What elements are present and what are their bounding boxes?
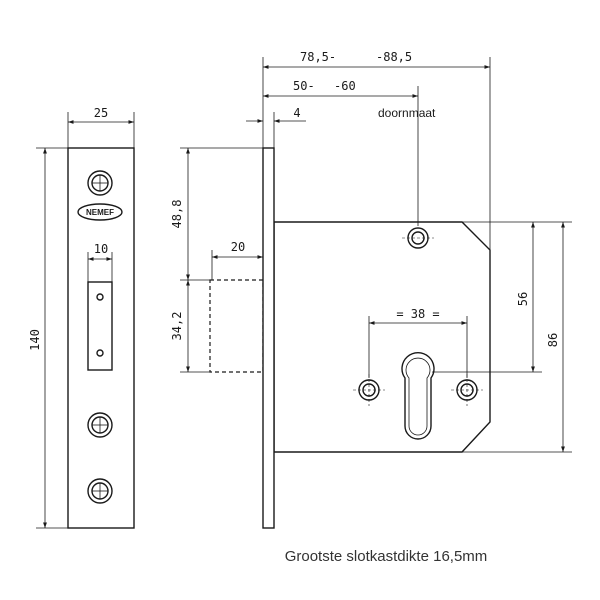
max-case-thickness-caption: Grootste slotkastdikte 16,5mm — [285, 548, 488, 565]
case-height-label: 86 — [546, 333, 560, 347]
faceplate-screw-top — [87, 170, 113, 196]
cylinder-height-label: 56 — [516, 292, 530, 306]
bolt-height-label: 34,2 — [170, 312, 184, 341]
faceplate-height-label: 140 — [28, 329, 42, 351]
backset-min-label: 50- — [293, 79, 315, 93]
slot-hole-top — [96, 293, 104, 301]
dimension-case-heights: 56 86 — [432, 221, 572, 453]
brand-label: NEMEF — [86, 208, 114, 217]
dimension-forend-thickness: 4 — [246, 106, 306, 148]
outer-backset-min-label: 78,5- — [300, 50, 336, 64]
faceplate-view: NEMEF 25 140 10 — [28, 106, 135, 529]
forend-thickness-label: 4 — [293, 106, 300, 120]
dimension-bolt-position: 48,8 34,2 — [170, 147, 263, 373]
slot-hole-bottom — [96, 349, 104, 357]
forend-plate — [262, 147, 275, 529]
nemef-logo: NEMEF — [77, 203, 123, 221]
dimension-cylinder-spacing: = 38 = — [368, 307, 468, 378]
dimension-faceplate-height: 140 — [28, 147, 68, 529]
dimension-bolt-throw: 20 — [211, 240, 263, 280]
deadbolt — [209, 279, 264, 373]
faceplate-width-label: 25 — [94, 106, 108, 120]
outer-backset-max-label: -88,5 — [376, 50, 412, 64]
dimension-outer-backset: 78,5- -88,5 — [262, 50, 491, 250]
dimension-backset: 50- -60 — [263, 79, 419, 226]
cylinder-profile — [401, 351, 435, 440]
dimension-faceplate-width: 25 — [67, 106, 135, 148]
dimension-slot-width: 10 — [87, 242, 113, 282]
slot-width-label: 10 — [94, 242, 108, 256]
case-screw-hole-top — [402, 227, 434, 249]
cylinder-screw-hole-left — [353, 374, 385, 406]
faceplate-screw-bottom — [87, 478, 113, 504]
cylinder-screw-hole-right — [451, 374, 483, 406]
lock-side-view: 78,5- -88,5 50- -60 doornmaat 4 20 — [170, 50, 572, 529]
backset-max-label: -60 — [334, 79, 356, 93]
backset-caption: doornmaat — [378, 106, 436, 120]
faceplate-screw-middle — [87, 412, 113, 438]
upper-height-label: 48,8 — [170, 200, 184, 229]
bolt-throw-label: 20 — [231, 240, 245, 254]
lock-case — [273, 221, 491, 453]
cylinder-spacing-label: = 38 = — [396, 307, 439, 321]
